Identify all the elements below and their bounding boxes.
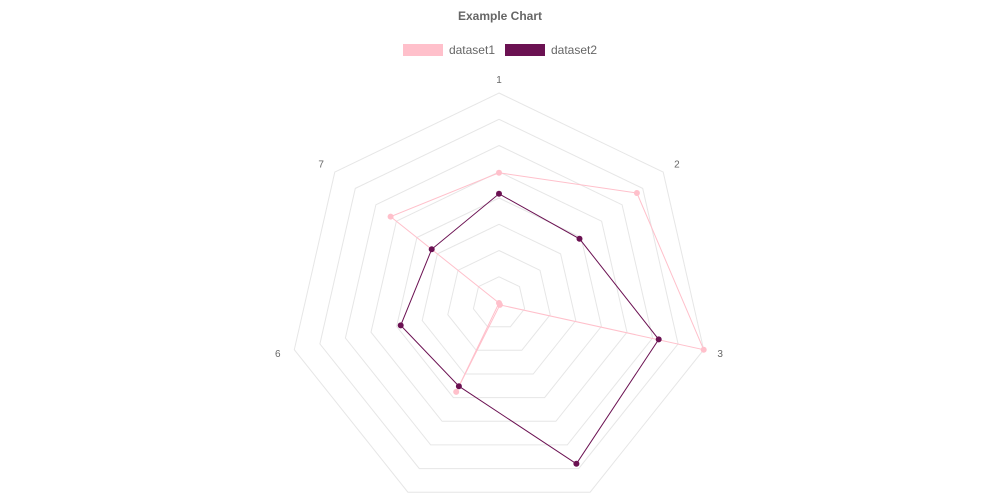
legend: dataset1 dataset2 [0, 43, 1000, 57]
data-point-dataset2-6[interactable] [397, 322, 404, 329]
data-point-dataset2-2[interactable] [576, 235, 583, 242]
data-point-dataset1-2[interactable] [633, 190, 640, 196]
data-point-dataset2-1[interactable] [496, 190, 502, 197]
axis-labels: 1234567 [275, 75, 723, 360]
grid-ring [472, 276, 526, 328]
grid-ring [421, 223, 577, 375]
grid-ring [319, 118, 679, 470]
radar-grid [293, 92, 705, 493]
axis-label-2: 2 [674, 159, 680, 170]
data-point-dataset1-5[interactable] [453, 388, 460, 395]
data-point-dataset2-3[interactable] [655, 336, 662, 343]
legend-label-dataset2: dataset2 [551, 43, 598, 57]
axis-label-7: 7 [318, 159, 324, 170]
data-point-dataset1-3[interactable] [700, 346, 707, 353]
axis-label-3: 3 [717, 349, 723, 360]
axis-label-6: 6 [275, 349, 281, 360]
data-point-dataset2-7[interactable] [428, 246, 435, 253]
grid-ring [396, 197, 602, 399]
grid-ring [370, 171, 628, 422]
data-point-dataset1-7[interactable] [387, 213, 394, 220]
data-point-dataset1-6[interactable] [496, 300, 502, 306]
legend-item-dataset2[interactable]: dataset2 [505, 43, 597, 57]
legend-swatch-dataset1 [402, 44, 443, 56]
series-line-dataset2 [400, 193, 660, 465]
grid-ring [344, 144, 654, 446]
legend-item-dataset1[interactable]: dataset1 [402, 43, 495, 57]
chart-title: Example Chart [457, 9, 543, 23]
legend-swatch-dataset2 [505, 44, 545, 56]
data-point-dataset1-1[interactable] [496, 169, 502, 176]
grid-ring [447, 249, 551, 351]
data-point-dataset2-5[interactable] [455, 383, 462, 390]
grid-ring [293, 92, 705, 493]
axis-label-1: 1 [496, 75, 502, 86]
data-series [387, 169, 707, 467]
legend-label-dataset1: dataset1 [448, 43, 495, 57]
data-point-dataset2-4[interactable] [573, 460, 580, 467]
series-line-dataset1 [389, 172, 705, 393]
